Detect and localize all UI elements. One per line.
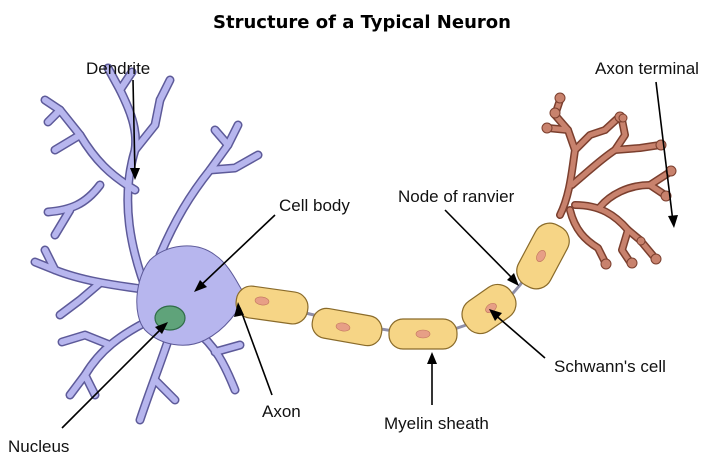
myelin-segment <box>234 284 310 326</box>
cell-body <box>137 246 245 345</box>
myelin-segments <box>234 218 575 349</box>
label-schwann-cell: Schwann's cell <box>554 357 666 376</box>
node-of-ranvier-leader <box>445 210 515 281</box>
label-nucleus: Nucleus <box>8 437 69 456</box>
diagram-title: Structure of a Typical Neuron <box>213 12 511 33</box>
myelin-sheath-arrowhead <box>427 352 437 364</box>
label-dendrite: Dendrite <box>86 59 150 78</box>
dendrites <box>35 68 258 420</box>
schwann-nucleus <box>416 330 430 338</box>
label-node-of-ranvier: Node of ranvier <box>398 187 515 206</box>
axon-terminal-arrowhead <box>668 215 678 228</box>
label-axon: Axon <box>262 402 301 421</box>
label-myelin-sheath: Myelin sheath <box>384 414 489 433</box>
label-axon-terminal: Axon terminal <box>595 59 699 78</box>
schwann-cell-leader <box>493 313 545 358</box>
label-cell-body: Cell body <box>279 196 350 215</box>
